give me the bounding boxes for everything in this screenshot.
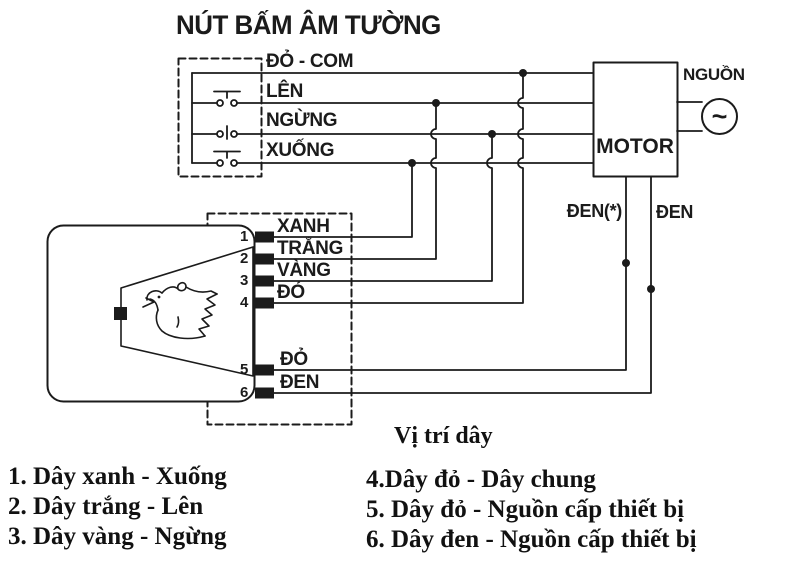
- stop-switch-contact-left: [216, 130, 224, 138]
- down-switch-actuator-icon: [213, 150, 241, 159]
- stop-switch-contact-right: [230, 130, 238, 138]
- junction-dot-up: [432, 99, 440, 107]
- pin-1: [255, 231, 274, 243]
- legend-item-6: 6. Dây đen - Nguồn cấp thiết bị: [366, 526, 697, 553]
- pin-label-blue: XANH: [277, 216, 330, 237]
- junction-dot-stop: [488, 130, 496, 138]
- power-label: NGUỒN: [683, 65, 745, 84]
- label-black-wire-star: ĐEN(*): [566, 201, 623, 221]
- diagram-title: NÚT BẤM ÂM TƯỜNG: [176, 10, 441, 40]
- legend-right-column: 4.Dây đỏ - Dây chung 5. Dây đỏ - Nguồn c…: [366, 465, 697, 555]
- pin-label-black: ĐEN: [280, 372, 320, 393]
- receiver-connector-icon: [114, 307, 127, 320]
- legend-title: Vị trí dây: [394, 423, 493, 449]
- label-black-wire: ĐEN: [656, 202, 694, 222]
- motor-box: [592, 61, 679, 178]
- up-switch-contact-right: [230, 99, 238, 107]
- pin-label-yellow: VÀNG: [277, 260, 331, 281]
- pin-6: [255, 387, 274, 399]
- pin-label-red: ĐỎ: [277, 282, 305, 303]
- junction-dot-black: [647, 285, 655, 293]
- junction-dot-com: [519, 69, 527, 77]
- wire-black-star-pin5: [273, 176, 627, 371]
- label-com: ĐỎ - COM: [266, 51, 354, 72]
- legend-item-3: 3. Dây vàng - Ngừng: [8, 523, 227, 550]
- pin-3: [255, 275, 274, 287]
- receiver-funnel: [120, 246, 254, 377]
- wire-blue-pin1: [273, 162, 413, 238]
- pin-2: [255, 253, 274, 265]
- wire-yellow-pin3: [273, 133, 493, 282]
- label-up: LÊN: [266, 81, 304, 102]
- junction-dot-down: [408, 159, 416, 167]
- legend-item-1: 1. Dây xanh - Xuống: [8, 463, 227, 490]
- wire-red-pin4: [273, 72, 524, 304]
- pin-5: [255, 364, 274, 376]
- pin-number-4: 4: [239, 294, 248, 311]
- pin-label-white: TRẮNG: [277, 238, 344, 259]
- ac-tilde-symbol: ~: [712, 102, 728, 132]
- ac-source-icon: [701, 98, 738, 135]
- wire-black-pin6: [273, 176, 652, 394]
- motor-label: MOTOR: [596, 135, 674, 158]
- label-stop: NGỪNG: [266, 110, 338, 131]
- pushbutton-dashed-box: [177, 57, 263, 178]
- power-leads: [676, 101, 703, 132]
- pin-number-6: 6: [239, 384, 248, 401]
- pin-number-5: 5: [239, 361, 248, 378]
- up-switch-contact-left: [216, 99, 224, 107]
- up-switch-actuator-icon: [213, 90, 241, 99]
- wire-white-pin2: [273, 102, 437, 260]
- pin-number-2: 2: [239, 250, 248, 267]
- pin-label-red2: ĐỎ: [280, 349, 308, 370]
- junction-dot-black-star: [622, 259, 630, 267]
- bird-logo-icon: [142, 281, 218, 340]
- legend-left-column: 1. Dây xanh - Xuống 2. Dây trắng - Lên 3…: [8, 462, 227, 552]
- legend-item-5: 5. Dây đỏ - Nguồn cấp thiết bị: [366, 496, 685, 523]
- label-down: XUỐNG: [266, 140, 335, 161]
- down-switch-contact-right: [230, 159, 238, 167]
- pin-number-1: 1: [239, 228, 248, 245]
- legend-item-2: 2. Dây trắng - Lên: [8, 493, 204, 520]
- legend-item-4: 4.Dây đỏ - Dây chung: [366, 466, 596, 493]
- down-switch-contact-left: [216, 159, 224, 167]
- pin-4: [255, 297, 274, 309]
- pin-number-3: 3: [239, 272, 248, 289]
